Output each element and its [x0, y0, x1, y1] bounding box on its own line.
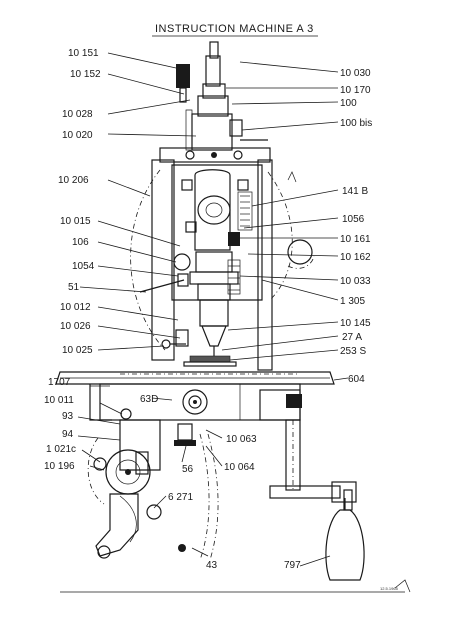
- label-10063: 10 063: [226, 434, 257, 445]
- label-10020: 10 020: [62, 130, 93, 141]
- label-10162: 10 162: [340, 252, 371, 263]
- date-stamp: 12.5.1965: [380, 586, 399, 591]
- label-253s: 253 S: [340, 346, 366, 357]
- label-43: 43: [206, 560, 218, 571]
- label-141b: 141 B: [342, 186, 368, 197]
- label-1056: 1056: [342, 214, 365, 225]
- label-100: 100: [340, 98, 357, 109]
- oiler-797: [325, 509, 365, 581]
- block-10161: [228, 232, 240, 246]
- knob-10151: [176, 64, 190, 88]
- label-10145: 10 145: [340, 318, 371, 329]
- leader-lines: [77, 52, 349, 567]
- label-10033: 10 033: [340, 276, 371, 287]
- machine-table: [55, 371, 335, 385]
- label-10064: 10 064: [224, 462, 255, 473]
- right-column: [257, 159, 273, 371]
- drawing-title: INSTRUCTION MACHINE A 3: [155, 23, 314, 35]
- label-1054: 1054: [72, 261, 95, 272]
- left-column: [151, 159, 175, 361]
- part-labels: 10 151 10 152 10 028 10 020 10 206 10 01…: [44, 48, 399, 591]
- label-797: 797: [284, 560, 301, 571]
- label-56: 56: [182, 464, 194, 475]
- label-10028: 10 028: [62, 109, 93, 120]
- label-27a: 27 A: [342, 332, 362, 343]
- label-10151: 10 151: [68, 48, 99, 59]
- spring-141b: [237, 191, 253, 231]
- label-10196: 10 196: [44, 461, 75, 472]
- label-1021c: 1 021c: [46, 444, 76, 455]
- label-100bis: 100 bis: [340, 118, 372, 129]
- label-10206: 10 206: [58, 175, 89, 186]
- label-10026: 10 026: [60, 321, 91, 332]
- label-10170: 10 170: [340, 85, 371, 96]
- label-93: 93: [62, 411, 74, 422]
- label-10152: 10 152: [70, 69, 101, 80]
- label-106: 106: [72, 237, 89, 248]
- machine-illustration: [55, 41, 411, 593]
- label-51: 51: [68, 282, 80, 293]
- label-10012: 10 012: [60, 302, 91, 313]
- label-63d: 63D: [140, 394, 158, 405]
- label-10025: 10 025: [62, 345, 93, 356]
- label-94: 94: [62, 429, 74, 440]
- label-1305: 1 305: [340, 296, 365, 307]
- label-10161: 10 161: [340, 234, 371, 245]
- label-1707: 1707: [48, 377, 71, 388]
- label-10030: 10 030: [340, 68, 371, 79]
- label-604: 604: [348, 374, 365, 385]
- label-6271: 6 271: [168, 492, 193, 503]
- label-10011: 10 011: [44, 395, 74, 406]
- label-10015: 10 015: [60, 216, 91, 227]
